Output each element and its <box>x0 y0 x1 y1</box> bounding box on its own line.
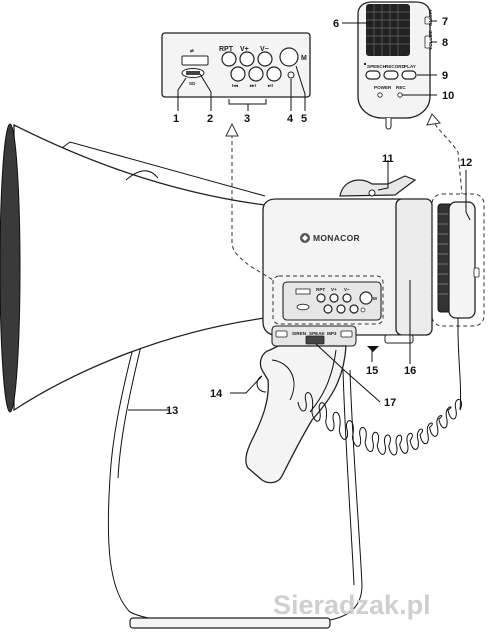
svg-text:V−: V− <box>344 287 350 292</box>
callout-5: 5 <box>301 113 307 125</box>
callout-2: 2 <box>207 113 213 125</box>
monacor-logo-icon <box>300 233 310 243</box>
svg-text:SIREN: SIREN <box>292 331 307 336</box>
volume-down-button[interactable] <box>257 51 273 67</box>
mic-grille <box>366 4 410 56</box>
svg-text:SD: SD <box>189 81 196 86</box>
detail-pointers <box>225 113 463 281</box>
callout-15: 15 <box>366 365 378 377</box>
megaphone-body: MONACOR RPT V+ V− M SIREN SPEAK MP3 <box>262 175 433 347</box>
speech-button[interactable] <box>365 70 381 80</box>
volume-up-button[interactable] <box>239 51 255 67</box>
svg-text:VOLUME: VOLUME <box>428 30 433 50</box>
callout-8: 8 <box>442 37 448 49</box>
svg-text:RPT: RPT <box>316 287 325 292</box>
watermark: Sieradzak.pl <box>273 590 431 620</box>
next-button[interactable] <box>248 66 264 82</box>
callout-9: 9 <box>442 70 448 82</box>
callout-16: 16 <box>404 365 416 377</box>
pistol-grip <box>245 345 347 484</box>
sd-card-icon: SD <box>181 68 205 86</box>
svg-text:⇌: ⇌ <box>190 48 195 53</box>
svg-text:M: M <box>373 296 377 301</box>
handheld-mic <box>431 193 485 330</box>
svg-text:RECORD: RECORD <box>385 64 406 69</box>
rpt-button[interactable] <box>221 51 237 67</box>
svg-text:MP3: MP3 <box>327 331 337 336</box>
leader-lines <box>128 160 471 411</box>
holder-clip <box>384 334 414 344</box>
mic-holder <box>395 198 433 336</box>
svg-text:RPT: RPT <box>219 46 234 53</box>
usb-icon: ⇌ <box>181 48 209 66</box>
svg-text:V+: V+ <box>331 287 337 292</box>
power-led <box>287 71 295 79</box>
record-button[interactable] <box>383 70 399 80</box>
svg-text:M: M <box>301 55 307 62</box>
shoulder-strap <box>107 345 363 629</box>
coiled-cable <box>297 329 462 456</box>
callout-13: 13 <box>166 405 178 417</box>
panel-highlight <box>272 275 384 325</box>
rec-indicator <box>397 92 403 98</box>
next-track-icon: ▸▸I <box>249 83 256 88</box>
svg-text:PLAY: PLAY <box>404 64 416 69</box>
prev-button[interactable] <box>230 66 246 82</box>
panel-detail: ⇌ SD RPT V+ V− I◂◂ ▸▸I ▸II M <box>161 32 311 111</box>
horn <box>0 123 266 413</box>
callout-11: 11 <box>382 153 394 165</box>
svg-text:SPEAK: SPEAK <box>309 331 326 336</box>
play-pause-button[interactable] <box>266 66 282 82</box>
mode-switch[interactable] <box>305 335 325 345</box>
play-button[interactable] <box>401 70 417 80</box>
mic-detail: ON/OFF VOLUME SPEECH RECORD PLAY POWER R… <box>342 1 437 130</box>
play-pause-icon: ▸II <box>267 83 273 88</box>
svg-text:SPEECH: SPEECH <box>367 64 387 69</box>
svg-text:V+: V+ <box>240 46 249 53</box>
callout-labels: 1 2 3 4 5 6 7 8 9 10 11 12 13 14 15 16 1… <box>166 16 472 417</box>
callout-3: 3 <box>244 113 250 125</box>
callout-6: 6 <box>333 18 339 30</box>
mode-button[interactable] <box>279 47 299 67</box>
callout-12: 12 <box>460 157 472 169</box>
power-indicator <box>377 92 383 98</box>
callout-7: 7 <box>442 16 448 28</box>
svg-text:POWER: POWER <box>374 85 392 90</box>
callout-10: 10 <box>442 90 454 102</box>
callout-14: 14 <box>210 388 223 400</box>
brand-name: MONACOR <box>313 233 360 243</box>
horn-rim <box>0 123 21 413</box>
prev-track-icon: I◂◂ <box>232 83 239 88</box>
callout-1: 1 <box>173 113 179 125</box>
svg-text:V−: V− <box>260 46 269 53</box>
strap-pad <box>129 617 331 629</box>
svg-text:ON/OFF: ON/OFF <box>428 8 433 26</box>
svg-text:REC: REC <box>396 85 406 90</box>
callout-17: 17 <box>384 397 396 409</box>
callout-4: 4 <box>287 113 294 125</box>
